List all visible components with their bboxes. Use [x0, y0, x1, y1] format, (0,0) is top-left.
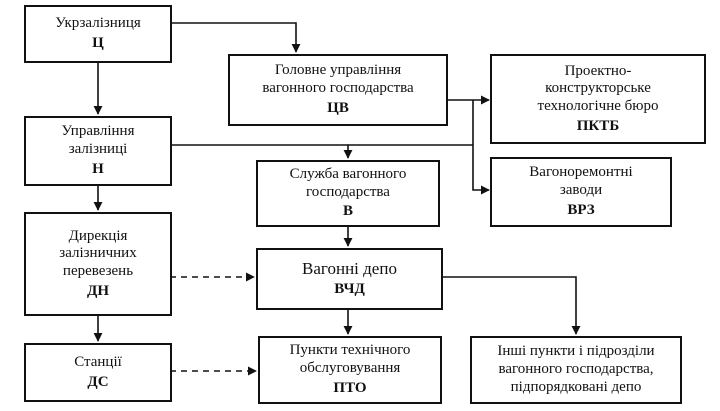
box-pktb: Проектно- конструкторське технологічне б…	[490, 54, 706, 144]
box-service-abbr: В	[342, 203, 353, 220]
box-stations-abbr: ДС	[87, 373, 109, 390]
box-stations-line-1: Станції	[74, 353, 122, 370]
box-ukrzaliznytsia-abbr: Ц	[92, 35, 104, 51]
box-other-line-1: Інші пункти і підрозділи	[497, 343, 655, 360]
box-depot-abbr: ВЧД	[334, 281, 365, 298]
box-other-line-2: вагонного господарства,	[498, 361, 654, 378]
arrow-railway-to-service	[170, 144, 353, 159]
box-pktb-line-2: конструкторське	[545, 80, 651, 97]
box-service-line-1: Служба вагонного	[289, 165, 407, 182]
box-cv: Головне управління вагонного господарств…	[228, 54, 448, 126]
box-maintenance-points: Пункти технічного обслуговування ПТО	[258, 336, 442, 404]
box-cv-line-2: вагонного господарства	[262, 80, 414, 97]
box-wagon-depot: Вагонні депо ВЧД	[256, 248, 443, 310]
box-vrz-abbr: ВРЗ	[567, 201, 595, 218]
box-cv-line-1: Головне управління	[274, 62, 402, 79]
box-vrz-line-2: заводи	[559, 182, 603, 199]
box-pto-line-2: обслуговування	[299, 360, 401, 377]
box-railway-line-2: залізниці	[68, 141, 128, 158]
box-other-line-3: підпорядковані депо	[510, 378, 642, 395]
box-pktb-abbr: ПКТБ	[576, 117, 620, 134]
box-stations: Станції ДС	[24, 343, 172, 402]
box-pto-line-1: Пункти технічного	[289, 342, 411, 359]
box-cv-abbr: ЦВ	[327, 99, 349, 116]
box-dn-line-2: залізничних	[59, 245, 137, 262]
arrow-depot-to-other	[442, 276, 581, 335]
box-railway-line-1: Управління	[61, 123, 135, 140]
box-transport-directorate: Дирекція залізничних перевезень ДН	[24, 212, 172, 316]
box-pto-abbr: ПТО	[333, 379, 367, 396]
arrow-branch-to-vrz	[472, 100, 490, 195]
box-pktb-line-3: технологічне бюро	[537, 98, 659, 114]
box-dn-line-1: Дирекція	[68, 227, 128, 244]
box-vrz-line-1: Вагоноремонтні	[529, 164, 633, 181]
box-ukrzaliznytsia-line-1: Укрзалізниця	[55, 15, 141, 32]
arrow-ukrzaliznytsia-to-cv	[171, 22, 301, 53]
box-dn-line-3: перевезень	[62, 263, 134, 279]
box-depot-line-1: Вагонні депо	[302, 259, 397, 279]
box-pktb-line-1: Проектно-	[564, 62, 632, 79]
box-service-line-2: господарства	[306, 183, 390, 200]
box-vrz: Вагоноремонтні заводи ВРЗ	[490, 157, 672, 227]
box-other-units: Інші пункти і підрозділи вагонного госпо…	[470, 336, 682, 404]
box-ukrzaliznytsia: Укрзалізниця Ц	[24, 5, 172, 63]
box-railway-abbr: Н	[92, 160, 104, 177]
box-railway-administration: Управління залізниці Н	[24, 116, 172, 186]
box-wagon-service: Служба вагонного господарства В	[256, 160, 440, 227]
box-dn-abbr: ДН	[87, 282, 109, 299]
